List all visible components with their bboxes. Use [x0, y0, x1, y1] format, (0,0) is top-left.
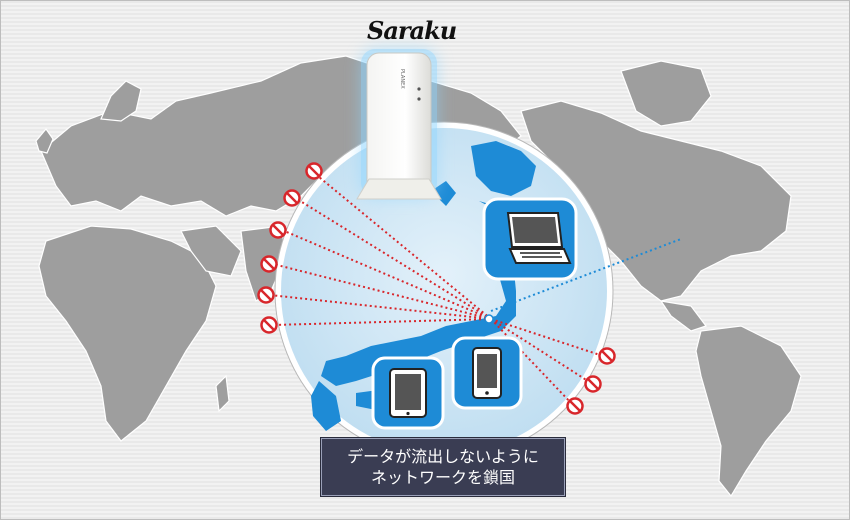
allowed-connection: [490, 238, 682, 312]
map-central-america: [659, 300, 707, 332]
no-entry-icons: [257, 162, 616, 415]
laptop-icon: [506, 212, 572, 264]
tablet-tile: [371, 356, 445, 430]
caption-box: データが流出しないように ネットワークを鎖国: [321, 438, 565, 496]
map-greenland: [620, 60, 712, 127]
no-entry-icon: [566, 397, 584, 415]
caption-line-2: ネットワークを鎖国: [370, 468, 515, 487]
map-africa: [38, 225, 217, 442]
caption-line-1: データが流出しないように: [347, 447, 539, 466]
phone-tile: [451, 336, 523, 410]
wifi-router-icon: PLANEX: [356, 49, 442, 200]
blocked-connections: [269, 176, 604, 406]
map-madagascar: [215, 374, 230, 413]
tablet-icon: [389, 368, 427, 418]
brand-logo: Saraku: [367, 16, 457, 45]
no-entry-icon: [269, 221, 287, 239]
map-uk: [35, 128, 54, 154]
no-entry-icon: [260, 316, 278, 334]
map-south-america: [695, 325, 802, 498]
map-scandinavia: [100, 80, 142, 122]
router-label: PLANEX: [399, 69, 405, 89]
no-entry-icon: [257, 286, 275, 304]
smartphone-icon: [472, 347, 502, 399]
no-entry-icon: [584, 375, 602, 393]
no-entry-icon: [305, 162, 323, 180]
map-arabia: [180, 225, 242, 277]
laptop-tile: [482, 197, 578, 281]
no-entry-icon: [260, 255, 278, 273]
no-entry-icon: [283, 189, 301, 207]
origin-point: [484, 314, 494, 324]
no-entry-icon: [598, 347, 616, 365]
